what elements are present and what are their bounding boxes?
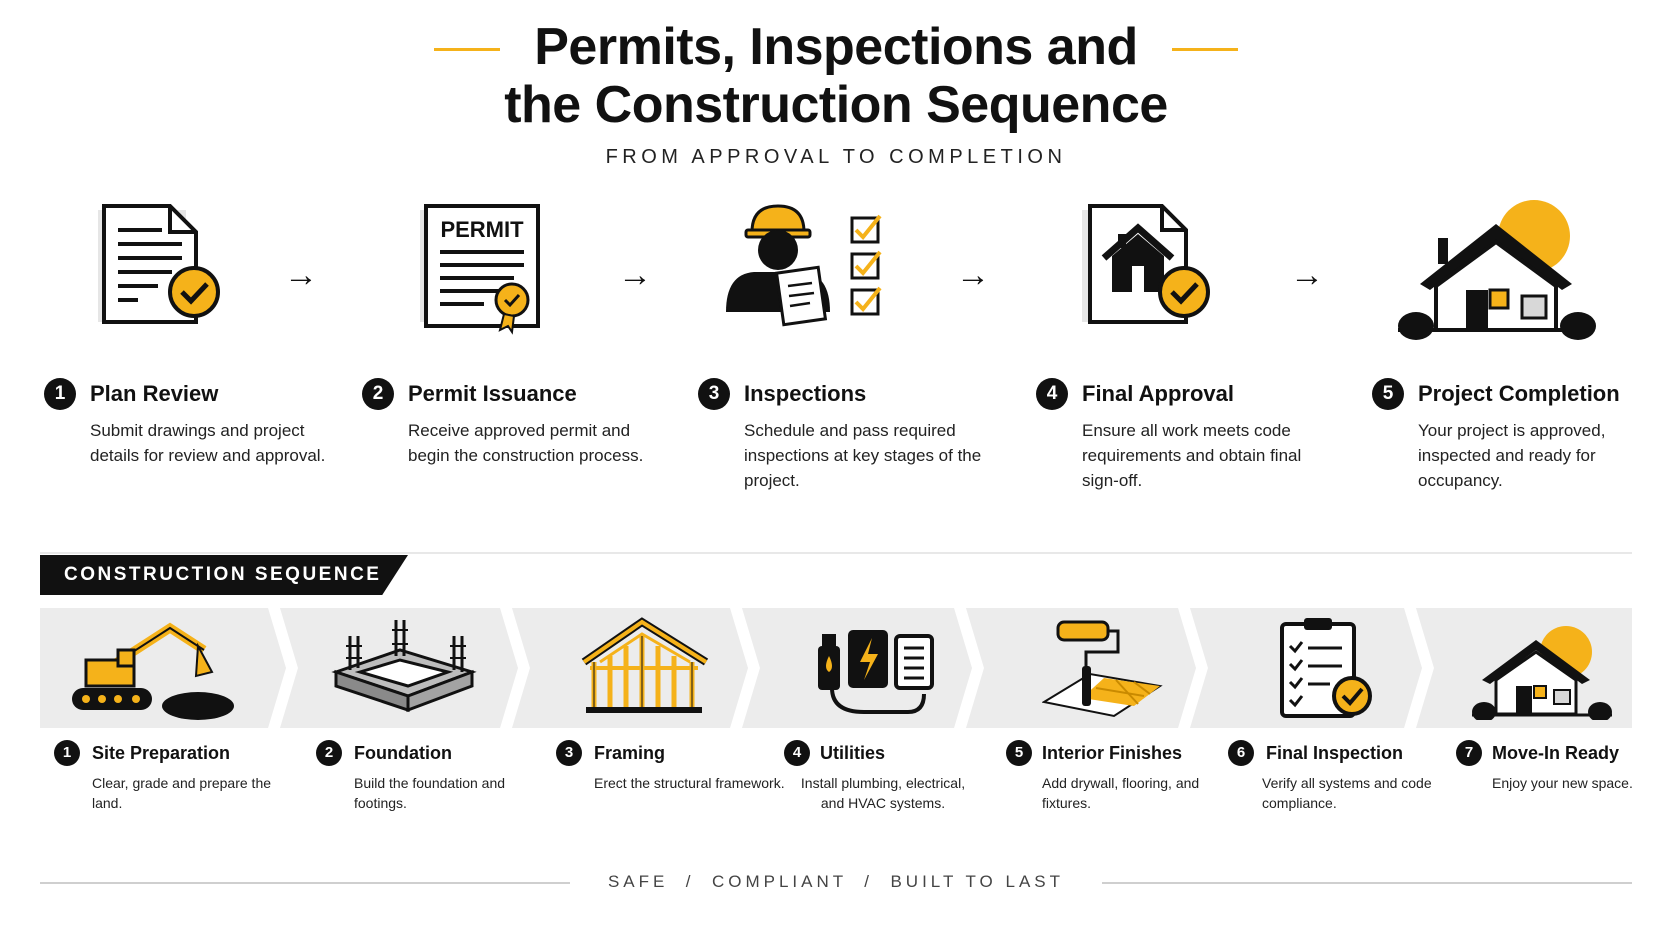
house-document-check-icon: [1082, 200, 1282, 350]
step-number-badge: 3: [698, 378, 730, 410]
house-sun-icon: [1472, 616, 1622, 722]
footer-line-left: [40, 882, 570, 884]
footer-tagline: SAFE / COMPLIANT / BUILT TO LAST: [607, 872, 1065, 891]
step-description: Submit drawings and project details for …: [90, 421, 326, 465]
phase-title: Site Preparation: [92, 743, 231, 763]
phase-title: Utilities: [820, 743, 886, 763]
phase-number-badge: 5: [1006, 740, 1032, 766]
step-number-badge: 1: [44, 378, 76, 410]
phase-description: Verify all systems and code compliance.: [1262, 775, 1432, 811]
step-title: Permit Issuance: [408, 381, 577, 406]
title-line-2: the Construction Sequence: [504, 76, 1168, 134]
title-decor-line-right: [1172, 48, 1238, 51]
phase-number-badge: 3: [556, 740, 582, 766]
arrow-right-icon: →: [284, 256, 318, 294]
phase-title: Final Inspection: [1266, 743, 1404, 763]
step-description: Schedule and pass required inspections a…: [744, 421, 982, 490]
phase-title: Move-In Ready: [1492, 743, 1620, 763]
phase-title: Interior Finishes: [1042, 743, 1183, 763]
step-number-badge: 4: [1036, 378, 1068, 410]
phase-number-badge: 6: [1228, 740, 1254, 766]
step-title: Plan Review: [90, 381, 219, 406]
phase-title: Framing: [594, 743, 666, 763]
phase-number-badge: 7: [1456, 740, 1482, 766]
step-title: Final Approval: [1082, 381, 1234, 406]
phase-number-badge: 1: [54, 740, 80, 766]
arrow-right-icon: →: [956, 256, 990, 294]
phase-number-badge: 2: [316, 740, 342, 766]
document-check-icon: [92, 200, 292, 350]
foundation-icon: [330, 616, 480, 720]
step-title: Project Completion: [1418, 381, 1620, 406]
phase-description: Install plumbing, electrical, and HVAC s…: [800, 775, 966, 811]
phase-description: Erect the structural framework.: [594, 775, 785, 791]
step-description: Receive approved permit and begin the co…: [408, 421, 644, 465]
permit-certificate-icon: PERMIT: [414, 200, 614, 350]
phase-number-badge: 4: [784, 740, 810, 766]
step-number-badge: 2: [362, 378, 394, 410]
paint-roller-icon: [1041, 616, 1192, 720]
phase-description: Build the foundation and footings.: [354, 775, 506, 811]
utilities-icon: [814, 616, 964, 720]
section-banner: CONSTRUCTION SEQUENCE: [40, 555, 408, 595]
page-title: Permits, Inspections and the Constructio…: [0, 18, 1672, 134]
arrow-right-icon: →: [618, 256, 652, 294]
title-line-1: Permits, Inspections and: [534, 18, 1138, 76]
phase-title: Foundation: [354, 743, 452, 763]
section-divider: [40, 552, 1632, 554]
step-description: Your project is approved, inspected and …: [1418, 421, 1606, 490]
title-decor-line-left: [434, 48, 500, 51]
step-description: Ensure all work meets code requirements …: [1082, 421, 1302, 490]
footer-line-right: [1102, 882, 1632, 884]
clipboard-check-icon: [1278, 616, 1428, 720]
phase-description: Add drywall, flooring, and fixtures.: [1042, 775, 1200, 811]
svg-text:PERMIT: PERMIT: [440, 217, 524, 242]
phase-description: Enjoy your new space.: [1492, 775, 1633, 791]
phase-description: Clear, grade and prepare the land.: [92, 775, 272, 811]
house-frame-icon: [580, 616, 730, 720]
step-title: Inspections: [744, 381, 867, 406]
excavator-icon: [66, 616, 234, 720]
page-subtitle: FROM APPROVAL TO COMPLETION: [605, 146, 1067, 168]
step-number-badge: 5: [1372, 378, 1404, 410]
inspector-checklist-icon: [724, 200, 904, 350]
house-sun-icon: [1396, 200, 1596, 350]
arrow-right-icon: →: [1290, 256, 1324, 294]
